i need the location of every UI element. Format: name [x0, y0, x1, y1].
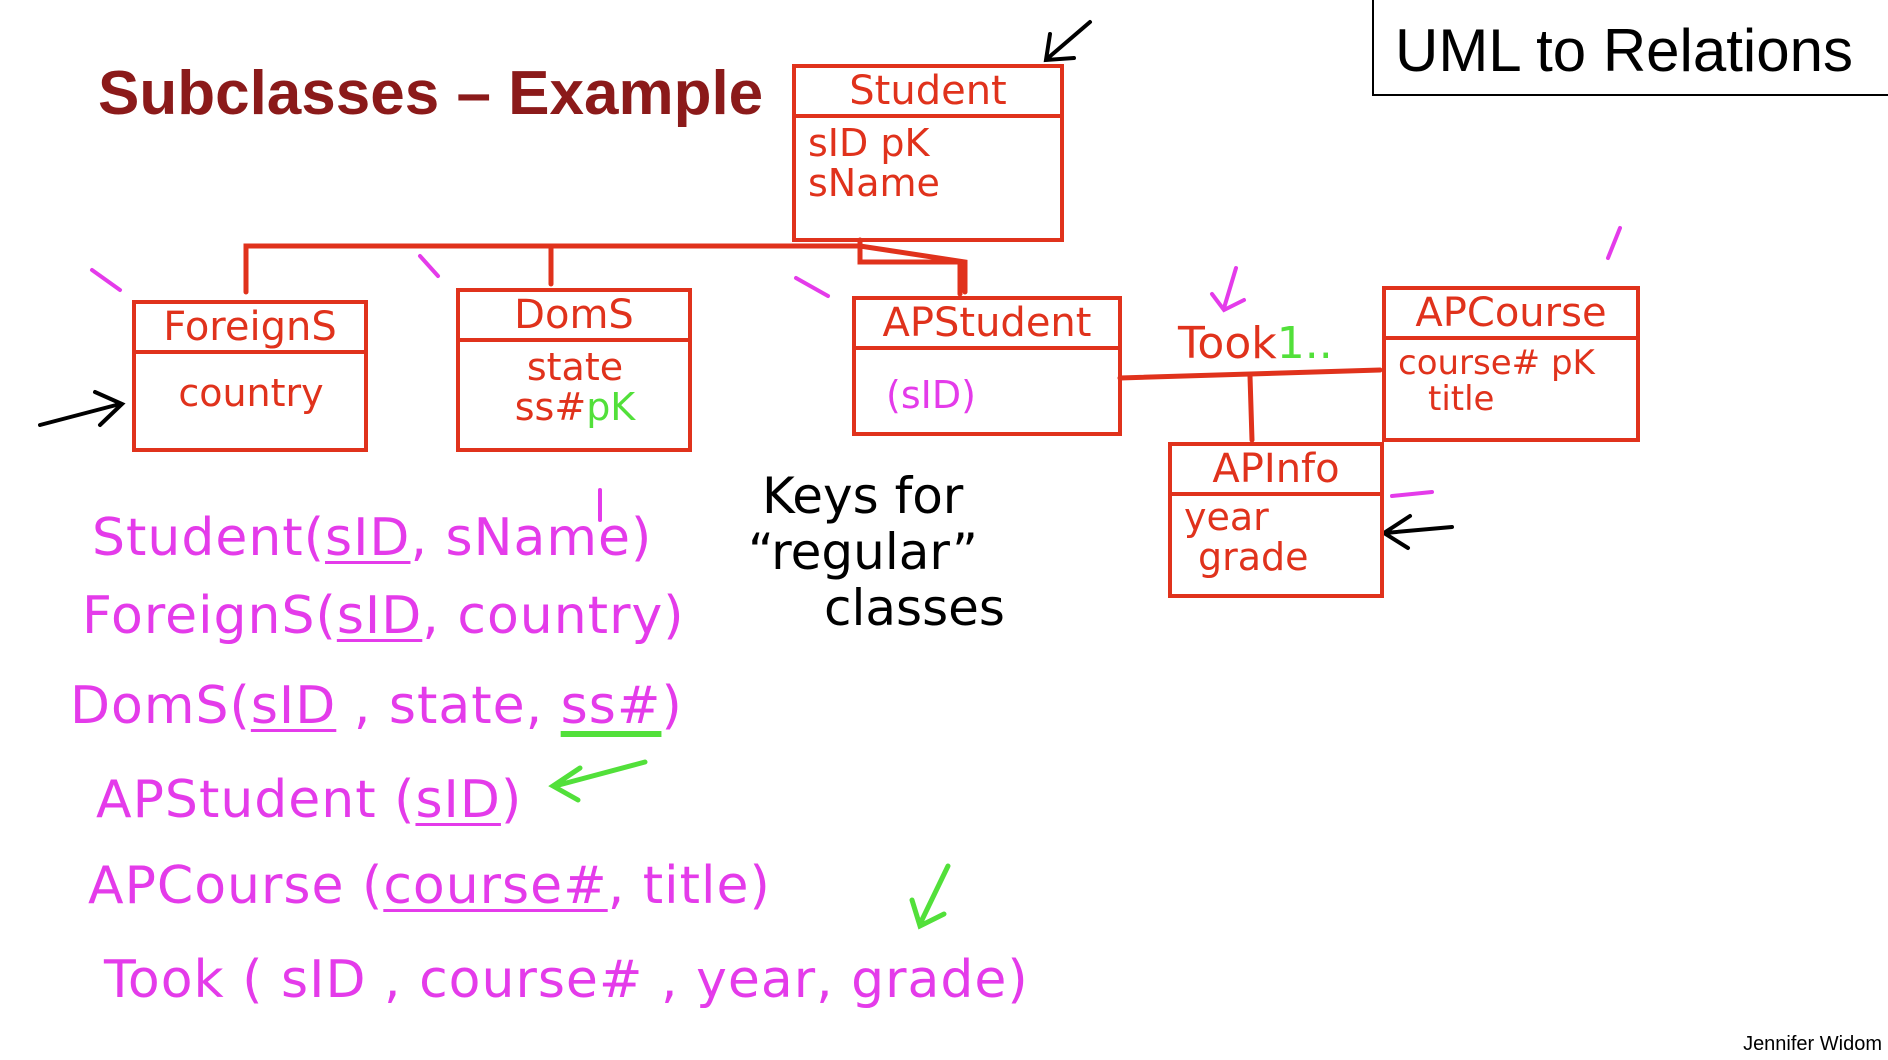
note-line: Keys for: [762, 467, 964, 525]
pk-annotation: pK: [586, 384, 636, 429]
uml-attr: (sID): [886, 373, 976, 417]
relation-attrs: , sName: [410, 508, 632, 568]
relation-apcourse: APCourse (course#, title): [88, 856, 771, 916]
uml-class-attrs: sID pK sName: [796, 118, 1060, 204]
uml-class-attrs: country: [136, 354, 364, 414]
arrow-apinfo-icon: [1380, 514, 1454, 550]
relation-attrs: , state,: [336, 676, 544, 736]
uml-class-foreign: ForeignS country: [132, 300, 368, 452]
uml-class-apcourse: APCourse course# pK title: [1382, 286, 1640, 442]
uml-class-attrs: course# pK title: [1386, 340, 1636, 417]
uml-attr: course# pK: [1398, 343, 1595, 383]
relation-key: sID: [415, 770, 501, 830]
relation-name: ForeignS: [82, 586, 316, 646]
check-mark-foreign-icon: [90, 268, 122, 292]
association-multiplicity: 1..: [1276, 318, 1333, 369]
uml-attr: state: [526, 345, 624, 389]
dash-apinfo-icon: [1390, 490, 1434, 498]
association-label-took: Took1..: [1178, 318, 1333, 369]
check-took-relation-icon: [909, 863, 951, 930]
check-mark-took-icon: [1210, 266, 1246, 313]
relation-name: Took: [104, 950, 225, 1010]
slide-title: Subclasses – Example: [98, 59, 764, 128]
uml-attr: country: [178, 371, 324, 415]
check-mark-apstudent-icon: [794, 276, 830, 298]
relation-attrs: , title: [607, 856, 750, 916]
relation-key: sID: [325, 508, 411, 568]
uml-attr: sName: [808, 160, 940, 205]
relation-name: APStudent: [96, 770, 377, 830]
uml-attr: grade: [1198, 534, 1309, 579]
uml-attr: year: [1184, 495, 1269, 539]
uml-class-name: DomS: [460, 292, 688, 342]
uml-class-domestic: DomS state ss#pK: [456, 288, 692, 452]
arrow-foreign-icon: [38, 390, 126, 427]
uml-class-apstudent: APStudent (sID): [852, 296, 1122, 436]
author-credit: Jennifer Widom: [1743, 1033, 1882, 1055]
uml-class-attrs: state ss#pK: [460, 342, 688, 428]
association-class-line: [1247, 373, 1255, 443]
relation-name: Student: [92, 508, 304, 568]
relation-foreign: ForeignS(sID, country): [82, 586, 685, 646]
relation-key: sID: [250, 676, 337, 736]
keys-note: Keys for “regular” classes: [748, 467, 1005, 637]
uml-class-apinfo: APInfo year grade: [1168, 442, 1384, 598]
uml-attr-ss: ss#pK: [472, 384, 678, 429]
relation-key-secondary: ss#: [560, 676, 662, 736]
relation-domestic: DomS(sID , state, ss#): [70, 676, 683, 736]
note-line: “regular”: [748, 523, 978, 581]
relation-apstudent: APStudent (sID): [96, 770, 523, 830]
uml-class-name: APInfo: [1172, 446, 1380, 496]
relation-name: DomS: [70, 676, 230, 736]
relation-key: course#: [383, 856, 608, 916]
arrow-apstudent-relation-icon: [548, 759, 648, 803]
check-mark-apcourse-icon: [1606, 226, 1622, 260]
relation-student: Student(sID, sName): [92, 508, 653, 568]
relation-name: APCourse: [88, 856, 345, 916]
uml-attr: title: [1428, 378, 1495, 419]
uml-class-attrs: year grade: [1172, 496, 1380, 578]
arrow-student-icon: [1043, 20, 1092, 63]
note-line: classes: [824, 579, 1005, 637]
relation-took: Took ( sID , course# , year, grade): [104, 950, 1029, 1010]
uml-class-name: Student: [796, 68, 1060, 118]
uml-attr-ss-name: ss#: [514, 384, 587, 429]
generalization-line-apstudent: [857, 243, 963, 297]
relation-attrs: , country: [422, 586, 664, 646]
generalization-line-main: [243, 237, 968, 295]
topic-box: [1372, 0, 1888, 96]
relation-key: sID: [336, 586, 423, 646]
slide-topic: UML to Relations: [1395, 17, 1853, 84]
uml-class-name: APStudent: [856, 300, 1118, 350]
uml-class-student: Student sID pK sName: [792, 64, 1064, 242]
uml-class-name: ForeignS: [136, 304, 364, 354]
relation-attrs: sID , course# , year, grade: [281, 950, 1008, 1010]
association-name: Took: [1178, 318, 1277, 369]
uml-attr: sID pK: [808, 121, 930, 165]
check-mark-domestic-icon: [418, 254, 440, 278]
uml-class-name: APCourse: [1386, 290, 1636, 340]
uml-class-attrs: (sID): [856, 350, 1118, 416]
